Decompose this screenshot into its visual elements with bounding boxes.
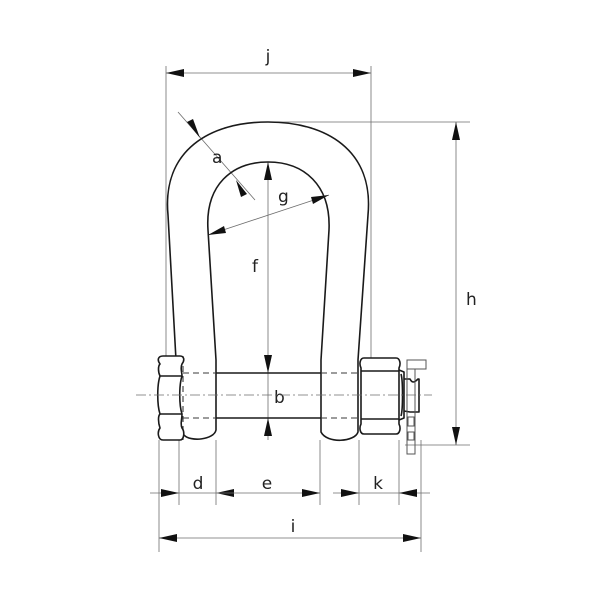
dimension-g: g [207,187,330,236]
dimension-d: d [150,474,234,497]
arrow-head-icon [341,489,359,497]
arrow-head-icon [208,226,226,235]
arrow-head-icon [264,418,272,436]
arrow-head-icon [264,355,272,373]
dimension-h: h [452,122,477,445]
arrow-head-icon [236,180,247,197]
dimension-b: b [264,373,285,440]
bolt-head-hex [156,355,185,441]
label-e: e [262,474,272,494]
label-d: d [193,474,204,494]
label-a: a [212,148,222,168]
extension-lines [158,66,470,552]
dimension-j: j [166,47,371,77]
arrow-head-icon [159,534,177,542]
arrow-head-icon [452,122,460,140]
arrow-head-icon [452,427,460,445]
dimension-e: e [216,474,320,497]
dimension-f: f [252,162,272,373]
arrow-head-icon [403,534,421,542]
arrow-head-icon [353,69,371,77]
arrow-head-icon [264,162,272,180]
label-f: f [252,257,259,277]
dimension-i: i [159,517,421,542]
dimension-k: k [333,474,430,497]
arrow-head-icon [161,489,179,497]
label-k: k [373,474,383,494]
arrow-head-icon [302,489,320,497]
label-i: i [291,517,296,537]
arrow-head-icon [187,119,200,138]
dimension-a: a [177,111,256,201]
label-j: j [265,47,271,67]
label-h: h [466,290,477,310]
label-b: b [274,388,285,408]
nut-hex [359,357,405,435]
arrow-head-icon [399,489,417,497]
label-g: g [278,187,289,207]
bolt-pin [182,356,360,440]
arrow-head-icon [166,69,184,77]
cotter-pin [403,359,427,455]
